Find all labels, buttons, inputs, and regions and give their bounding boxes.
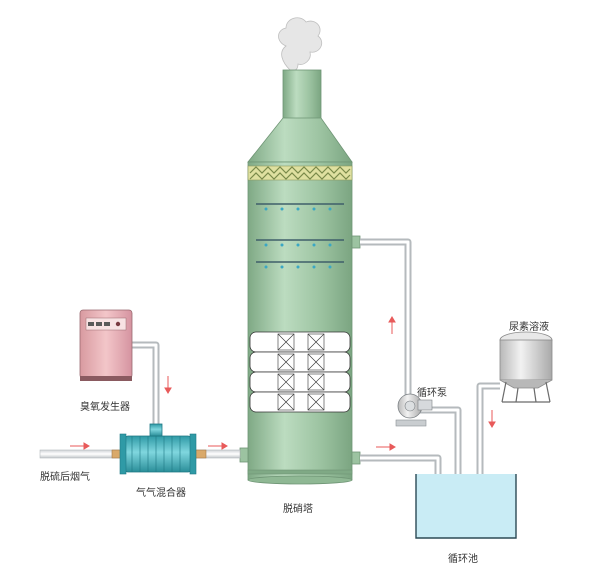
label-circulation-pump: 循环泵	[417, 388, 447, 399]
label-flue-gas-inlet: 脱硫后烟气	[40, 472, 90, 483]
flue-gas-inlet-pipe	[39, 449, 121, 459]
circulation-pump	[395, 393, 433, 427]
smoke-plume	[278, 17, 323, 72]
label-circulation-tank: 循环池	[448, 554, 478, 565]
label-gas-mixer: 气气混合器	[136, 488, 186, 499]
tower-nozzles	[239, 235, 361, 465]
flow-arrows	[70, 316, 496, 451]
gas-mixer	[119, 423, 197, 475]
label-ozone-generator: 臭氧发生器	[80, 402, 130, 413]
urea-storage-tank	[499, 331, 553, 403]
tower-body	[247, 161, 353, 481]
spray-headers	[256, 203, 344, 263]
label-denitrification-tower: 脱硝塔	[283, 504, 313, 515]
chimney	[282, 69, 322, 121]
label-urea-solution: 尿素溶液	[509, 322, 549, 333]
tower-base	[247, 475, 353, 485]
circulation-tank	[415, 474, 517, 539]
packing-layers	[249, 331, 351, 413]
ozone-pipe	[130, 341, 160, 432]
demister-band	[247, 165, 353, 181]
tower-flange	[247, 469, 353, 475]
return-pipe	[360, 238, 412, 404]
ozone-generator	[79, 309, 133, 381]
tower-cone	[247, 117, 353, 163]
spray-nozzles	[264, 207, 332, 269]
